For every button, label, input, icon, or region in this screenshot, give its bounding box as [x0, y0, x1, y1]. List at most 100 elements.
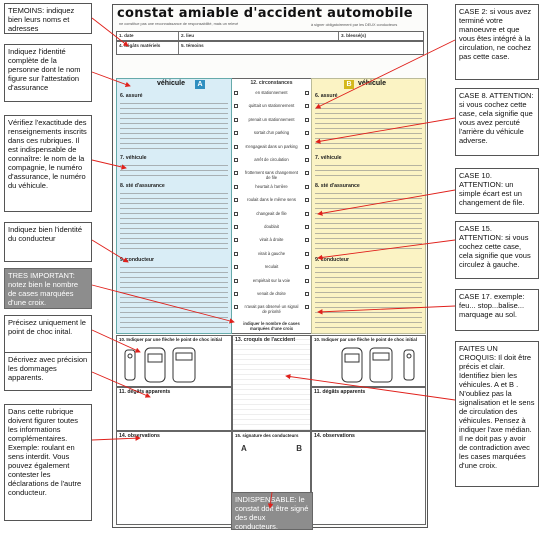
circumstance-checkbox-b[interactable] [305, 198, 309, 203]
circumstance-checkbox-a[interactable] [234, 131, 238, 136]
header-row-2: 4. dégâts matériels 5. témoins [116, 41, 424, 55]
section-degats[interactable]: 4. dégâts matériels [117, 42, 179, 54]
circumstance-checkbox-b[interactable] [305, 131, 309, 136]
sketch-panel[interactable]: 13. croquis de l'accident [232, 335, 311, 431]
section-date[interactable]: 1. date [117, 32, 179, 40]
b-vehicule-lines[interactable] [315, 161, 422, 179]
circumstance-checkbox-b[interactable] [305, 251, 309, 256]
circumstance-checkbox-a[interactable] [234, 117, 238, 122]
circumstance-checkbox-a[interactable] [234, 251, 238, 256]
arrow-point-choc [91, 329, 141, 353]
circumstance-checkbox-a[interactable] [234, 305, 238, 310]
note-observations: Dans cette rubrique doivent figurer tout… [4, 404, 92, 521]
circumstance-checkbox-a[interactable] [234, 238, 238, 243]
a-degats-panel[interactable]: 11. dégâts apparents [116, 387, 232, 431]
circumstance-checkbox-a[interactable] [234, 198, 238, 203]
a-point-choc-label: 10. Indiquer par une flèche le point de … [119, 337, 222, 342]
circumstance-checkbox-a[interactable] [234, 225, 238, 229]
b-degats-label: 11. dégâts apparents [314, 389, 366, 395]
circumstance-checkbox-a[interactable] [234, 184, 238, 189]
arrow-case-17 [317, 305, 456, 315]
note-case-15: CASE 15. ATTENTION: si vous cochez cette… [455, 221, 539, 279]
circumstance-checkbox-b[interactable] [305, 225, 309, 229]
circumstance-checkbox-b[interactable] [305, 292, 309, 296]
arrow-temoins [91, 17, 129, 47]
arrow-verification [91, 159, 127, 170]
section-date-label: 1. date [119, 33, 134, 38]
circumstance-item: heurtait à l'arrière [255, 183, 288, 189]
a-assure-lines[interactable] [120, 99, 228, 149]
section-blesses[interactable]: 3. blessé(s) [339, 32, 427, 40]
circumstance-checkbox-a[interactable] [234, 292, 238, 296]
a-assurance-lines[interactable] [120, 189, 228, 253]
section-degats-label: 4. dégâts matériels [119, 43, 161, 48]
arrow-case-15 [317, 239, 456, 261]
circumstance-checkbox-b[interactable] [305, 91, 309, 95]
section-lieu[interactable]: 2. lieu [179, 32, 339, 40]
circumstance-checkbox-a[interactable] [234, 104, 238, 109]
circumstance-item: reculait [264, 264, 279, 270]
circumstance-checkbox-a[interactable] [234, 144, 238, 149]
a-degats-label: 11. dégâts apparents [119, 389, 171, 395]
circumstances-heading: 12. circonstances [250, 80, 293, 86]
form-subtitle-right: à signer obligatoirement par les DEUX co… [311, 23, 398, 27]
b-vehicule-label: 7. véhicule [315, 155, 342, 161]
signatures-label: 15. signature des conducteurs [235, 433, 299, 438]
a-assurance-label: 8. sté d'assurance [120, 183, 165, 189]
circumstance-item: roulait dans le même sens [247, 197, 296, 203]
vehicle-a-heading: véhicule [157, 80, 186, 87]
circumstance-checkbox-a[interactable] [234, 278, 238, 283]
vehicle-a-badge: A [195, 80, 205, 89]
arrow-signatures [267, 491, 274, 509]
circumstance-checkbox-b[interactable] [305, 238, 309, 243]
b-observations-panel[interactable]: 14. observations [311, 431, 426, 525]
section-temoins[interactable]: 5. témoins [179, 42, 427, 54]
circumstance-checkbox-b[interactable] [305, 211, 309, 216]
a-point-choc-panel[interactable]: 10. Indiquer par une flèche le point de … [116, 335, 232, 387]
arrow-total [91, 284, 235, 324]
b-assure-lines[interactable] [315, 99, 422, 149]
b-point-choc-panel[interactable]: 10. Indiquer par une flèche le point de … [311, 335, 426, 387]
circumstance-item: prenait un stationnement [248, 116, 295, 122]
b-assurance-lines[interactable] [315, 189, 422, 253]
note-assure: Indiquez l'identité complète de la perso… [4, 44, 92, 102]
circumstance-checkbox-a[interactable] [234, 91, 238, 95]
circumstance-checkbox-b[interactable] [305, 171, 309, 176]
vehicle-b-column: B véhicule 6. assuré 7. véhicule 8. sté … [311, 78, 426, 334]
circumstance-checkbox-a[interactable] [234, 265, 238, 270]
b-assure-label: 6. assuré [315, 93, 338, 99]
a-vehicule-lines[interactable] [120, 161, 228, 179]
a-observations-panel[interactable]: 14. observations [116, 431, 232, 525]
circumstance-checkbox-b[interactable] [305, 278, 309, 283]
circumstance-item: empiétait sur la voie [252, 277, 291, 283]
circumstance-item: sortait d'un parking [253, 130, 290, 136]
circumstance-checkbox-a[interactable] [234, 171, 238, 176]
a-conducteur-label: 9. conducteur [120, 257, 155, 263]
b-conducteur-lines[interactable] [315, 263, 422, 329]
circumstance-checkbox-a[interactable] [234, 211, 238, 216]
circumstance-checkbox-b[interactable] [305, 144, 309, 149]
circumstance-checkbox-b[interactable] [305, 305, 309, 310]
circumstance-checkbox-b[interactable] [305, 184, 309, 189]
note-case-10: CASE 10. ATTENTION: un simple écart est … [455, 168, 539, 214]
header-row-1: 1. date 2. lieu 3. blessé(s) [116, 31, 424, 41]
circumstance-item: arrêt de circulation [254, 157, 289, 162]
note-tres-important: TRES IMPORTANT: notez bien le nombre de … [4, 268, 92, 309]
circumstance-checkbox-a[interactable] [234, 158, 238, 162]
circumstance-item: s'engageait dans un parking [245, 143, 298, 149]
vehicle-b-heading: véhicule [358, 80, 387, 87]
circumstance-checkbox-b[interactable] [305, 265, 309, 270]
note-case-17: CASE 17. exemple: feu... stop...balise..… [455, 289, 539, 331]
vehicle-b-badge: B [344, 80, 354, 89]
circumstance-checkbox-b[interactable] [305, 158, 309, 162]
note-conducteur: Indiquez bien l'identité du conducteur [4, 222, 92, 262]
note-case-2: CASE 2: si vous avez terminé votre manoe… [455, 4, 539, 80]
vehicle-a-column: véhicule A 6. assuré 7. véhicule 8. sté … [116, 78, 232, 334]
circumstance-checkbox-b[interactable] [305, 104, 309, 109]
circumstance-item: virait à droite [259, 237, 284, 243]
a-conducteur-lines[interactable] [120, 263, 228, 329]
a-car-diagrams-icon [124, 347, 196, 383]
note-degats: Décrivez avec précision les dommages app… [4, 352, 92, 391]
circumstance-checkbox-b[interactable] [305, 117, 309, 122]
